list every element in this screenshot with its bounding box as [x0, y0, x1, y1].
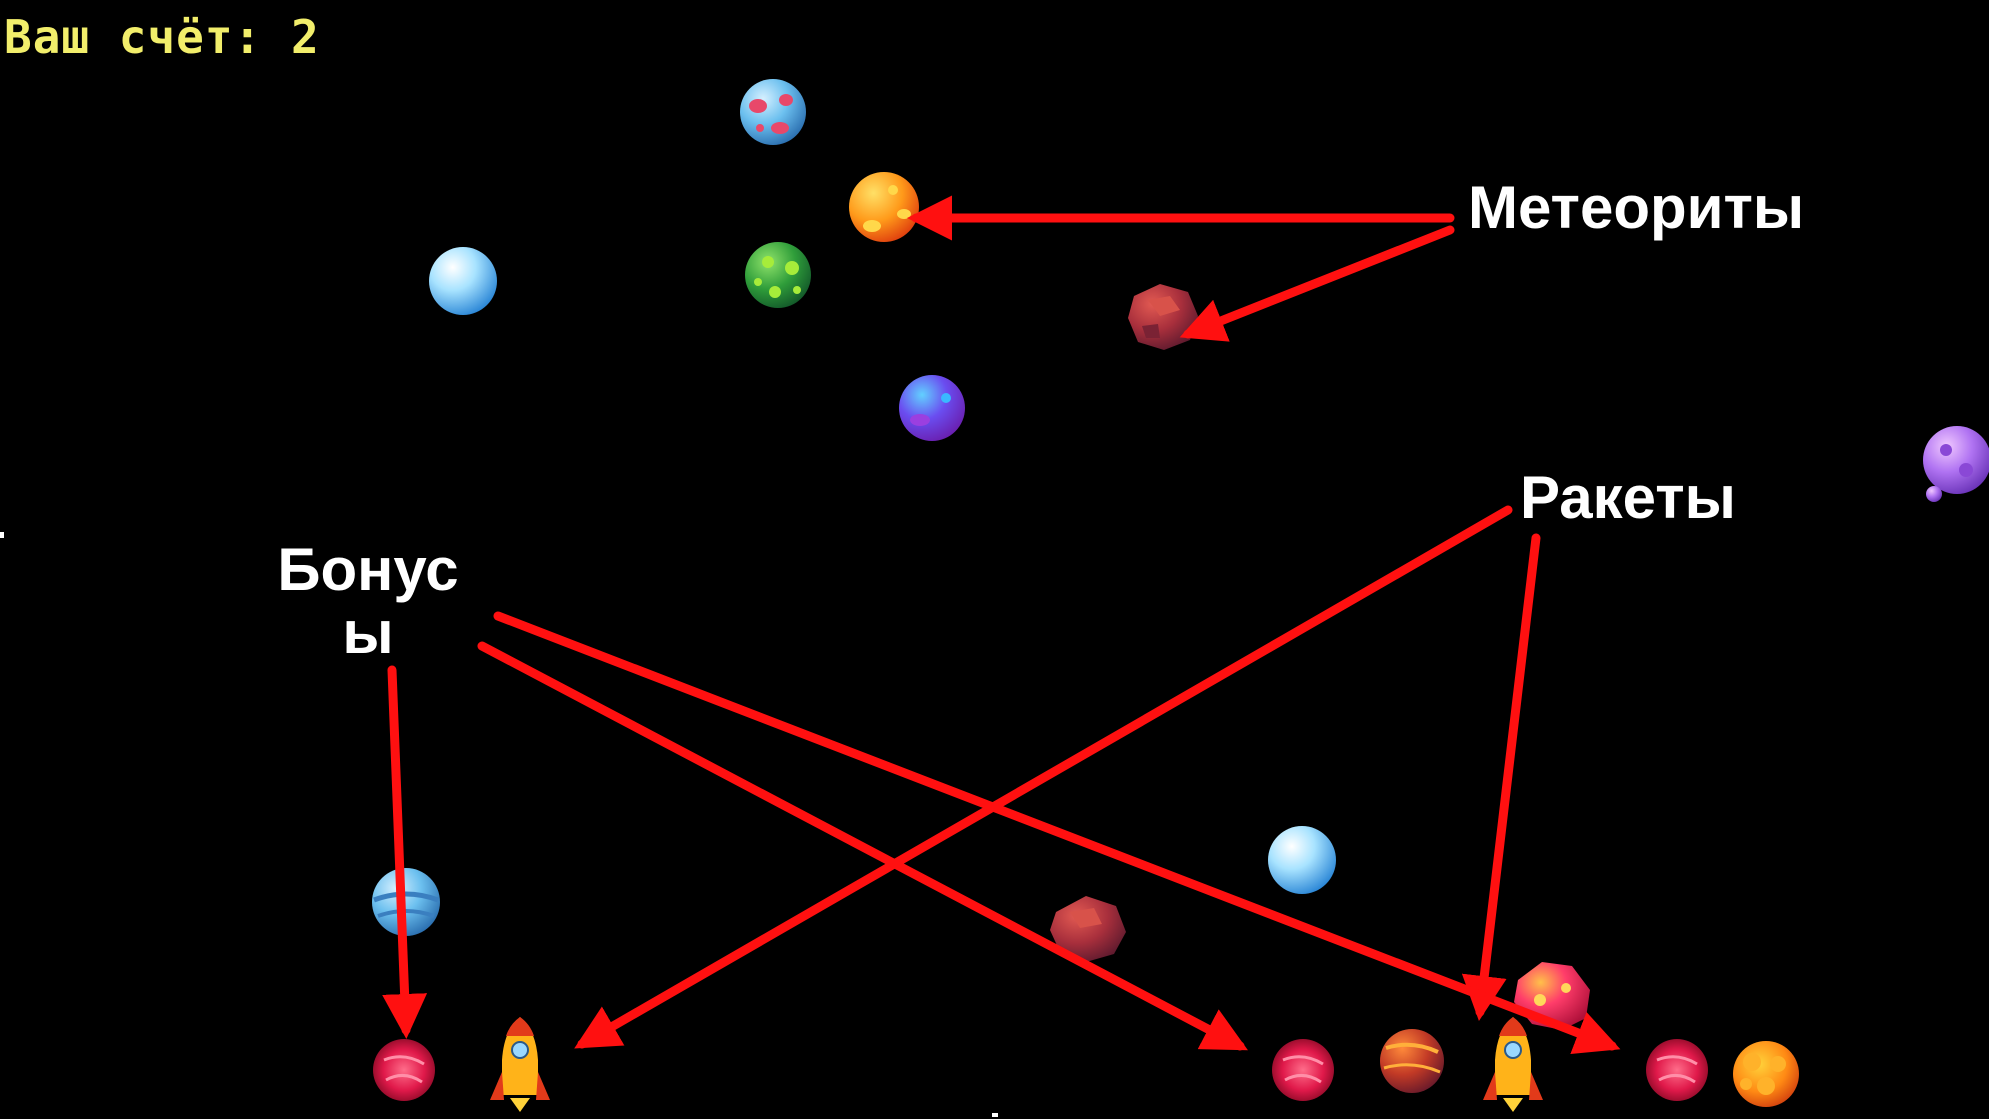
bonus-orb-2 [1272, 1039, 1334, 1101]
annotation-meteors: Метеориты [1468, 174, 1805, 241]
meteor-red-rock-top [1128, 284, 1198, 350]
annotation-arrows [382, 195, 1621, 1055]
meteor-striped [1380, 1029, 1444, 1093]
score-label: Ваш счёт: [4, 10, 263, 64]
rocket-2 [1483, 1017, 1543, 1112]
arrow-rocket-2 [1461, 533, 1541, 1021]
bonus-orb-1 [373, 1039, 435, 1101]
arrow-rocket-1 [574, 505, 1513, 1049]
rocket-1 [490, 1017, 550, 1112]
meteor-violet-edge [1923, 426, 1989, 502]
meteor-orange [849, 172, 919, 242]
meteor-green [745, 242, 811, 308]
meteor-blue-red [740, 79, 806, 145]
meteor-purple [899, 375, 965, 441]
edge-tick-left [0, 532, 4, 538]
annotation-bonus: Бонус ы [268, 538, 468, 664]
meteor-blue-bottom [372, 868, 440, 936]
annotation-bonus-line2: ы [342, 599, 394, 666]
meteor-red-rock-bottom [1050, 896, 1126, 962]
annotation-rockets: Ракеты [1520, 464, 1736, 531]
annotation-bonus-line1: Бонус [277, 536, 459, 603]
meteor-ice-bottom [1268, 826, 1336, 894]
meteor-orange-bubble [1733, 1041, 1799, 1107]
meteor-ice [429, 247, 497, 315]
arrow-bonus-2 [477, 641, 1248, 1051]
arrow-meteor-2 [1179, 225, 1455, 342]
score-display: Ваш счёт: 2 [4, 10, 320, 64]
arrow-bonus-3 [493, 611, 1621, 1055]
edge-tick-bottom [992, 1113, 998, 1117]
bonus-orb-3 [1646, 1039, 1708, 1101]
score-value: 2 [290, 10, 320, 64]
arrow-bonus-1 [382, 665, 428, 1039]
